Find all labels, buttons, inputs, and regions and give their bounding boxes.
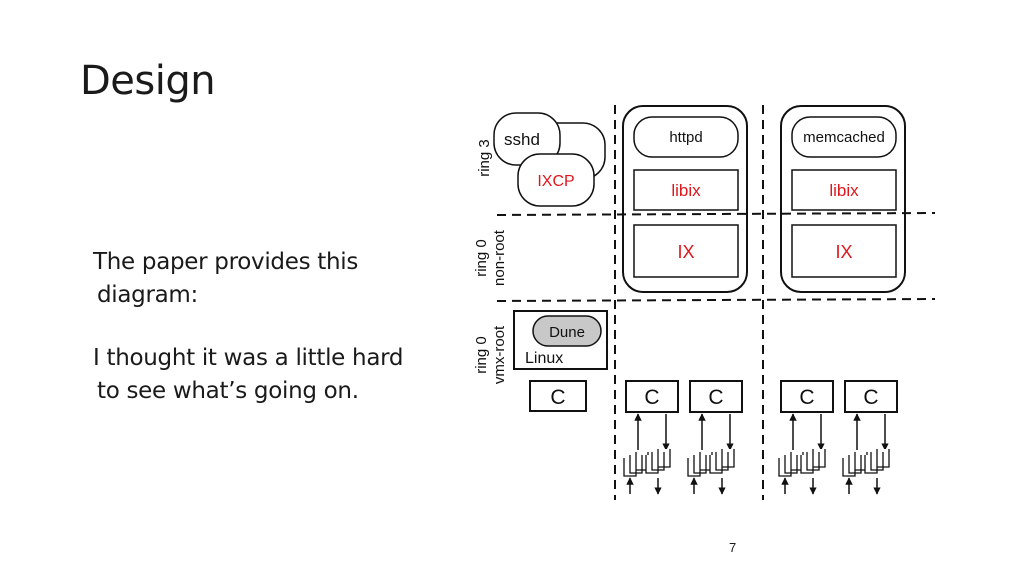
paragraph-1-line-2: diagram: xyxy=(97,282,198,308)
dashed-grid xyxy=(496,105,936,500)
slide-title: Design xyxy=(80,58,216,104)
row-label-ring0-vmxroot-a: ring 0 xyxy=(473,336,490,374)
ix-box-httpd xyxy=(633,224,739,278)
dataplane-container-memcached xyxy=(780,105,906,293)
queue-stack-2 xyxy=(687,449,735,477)
core-box-memcached-1 xyxy=(780,380,834,413)
dune-label: Dune xyxy=(549,324,585,341)
row-labels: ring 3 ring 0 non-root ring 0 vmx-root xyxy=(473,139,508,384)
queue-io-arrows xyxy=(626,477,881,495)
core-box-memcached-2 xyxy=(844,380,898,413)
paragraph-1-line-1: The paper provides this xyxy=(93,249,359,275)
libix-label-memcached: libix xyxy=(829,181,859,200)
queue-stack-4 xyxy=(842,449,890,477)
control-plane-processes xyxy=(493,112,606,207)
body-paragraph-2: I thought it was a little hard to see wh… xyxy=(93,342,453,408)
core-label-memcached-1: C xyxy=(799,386,814,409)
core-label-memcached-2: C xyxy=(863,386,878,409)
ix-box-memcached xyxy=(791,224,897,278)
queue-stack-3 xyxy=(778,449,826,477)
core-queue-arrows xyxy=(634,413,889,451)
nic-queue-stacks xyxy=(623,449,890,477)
dataplane-httpd: httpd libix IX xyxy=(622,105,748,293)
paragraph-2-line-1: I thought it was a little hard xyxy=(93,345,404,371)
dataplane-memcached: memcached libix IX xyxy=(780,105,906,293)
queue-stack-1 xyxy=(623,449,671,477)
core-label-control-plane: C xyxy=(550,386,565,409)
page-number: 7 xyxy=(729,540,737,555)
ixcp-box xyxy=(517,153,595,207)
core-box-control-plane xyxy=(529,380,587,412)
core-box-httpd-2 xyxy=(689,380,743,413)
libix-box-memcached xyxy=(791,169,897,211)
memcached-box xyxy=(791,116,897,158)
dataplane-container-httpd xyxy=(622,105,748,293)
row-label-ring3: ring 3 xyxy=(476,139,493,177)
dashed-line-horizontal-bottom xyxy=(496,298,936,302)
row-label-ring0-nonroot-a: ring 0 xyxy=(473,239,490,277)
ix-label-memcached: IX xyxy=(835,242,852,262)
libix-box-httpd xyxy=(633,169,739,211)
httpd-box xyxy=(633,116,739,158)
core-label-httpd-1: C xyxy=(644,386,659,409)
ixcp-label: IXCP xyxy=(537,173,574,190)
httpd-label: httpd xyxy=(669,129,702,146)
dataplane-cores: C C C C xyxy=(625,380,898,413)
libix-label-httpd: libix xyxy=(671,181,701,200)
core-box-httpd-1 xyxy=(625,380,679,413)
sshd-label: sshd xyxy=(504,130,540,149)
dune-box xyxy=(532,315,602,347)
linux-label: Linux xyxy=(525,350,563,367)
dashed-line-horizontal-top xyxy=(496,212,936,216)
row-label-ring0-vmxroot-b: vmx-root xyxy=(491,325,508,384)
row-label-ring0-nonroot-b: non-root xyxy=(491,229,508,286)
ix-label-httpd: IX xyxy=(677,242,694,262)
core-label-httpd-2: C xyxy=(708,386,723,409)
memcached-label: memcached xyxy=(803,129,885,146)
paragraph-2-line-2: to see what’s going on. xyxy=(97,378,359,404)
body-paragraph-1: The paper provides this diagram: xyxy=(93,246,453,312)
